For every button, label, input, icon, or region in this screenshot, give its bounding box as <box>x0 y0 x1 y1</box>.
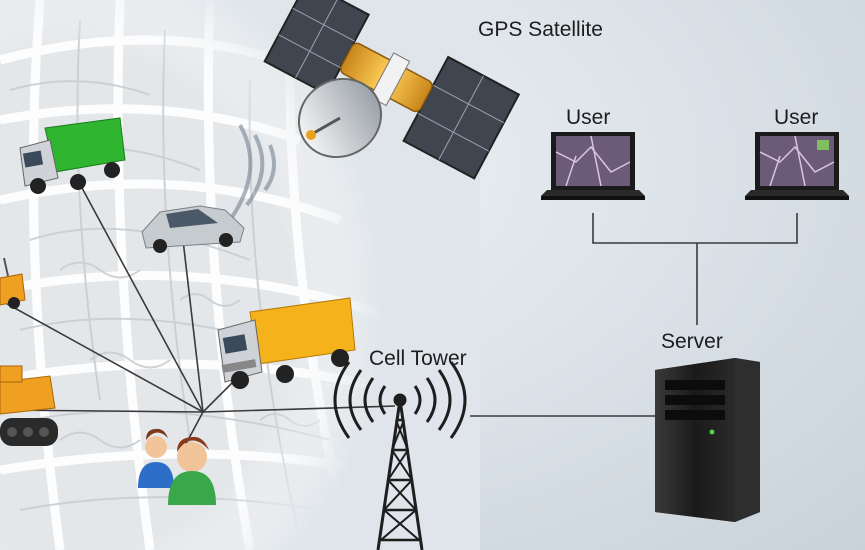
link-left-vehicle <box>0 299 204 413</box>
satellite-signal-waves <box>228 124 276 222</box>
people-icon <box>138 428 216 505</box>
gps-satellite-label: GPS Satellite <box>478 18 603 41</box>
laptop-icon <box>541 132 645 200</box>
server-label: Server <box>661 330 723 353</box>
truck-icon <box>217 297 356 389</box>
user-label: User <box>566 106 611 129</box>
link-green-truck <box>74 174 204 413</box>
gps-satellite-icon <box>263 0 521 180</box>
user-label: User <box>774 106 819 129</box>
excavator-icon <box>0 365 58 446</box>
truck-icon <box>0 257 26 309</box>
cell-tower-label: Cell Tower <box>369 347 467 370</box>
cell-tower-icon <box>333 361 467 550</box>
link-tower-map <box>202 405 396 413</box>
link-users <box>592 213 798 244</box>
truck-icon <box>19 117 126 194</box>
server-tower-icon <box>655 358 760 522</box>
link-car <box>182 239 204 413</box>
car-icon <box>141 205 245 253</box>
laptop-icon <box>745 132 849 200</box>
